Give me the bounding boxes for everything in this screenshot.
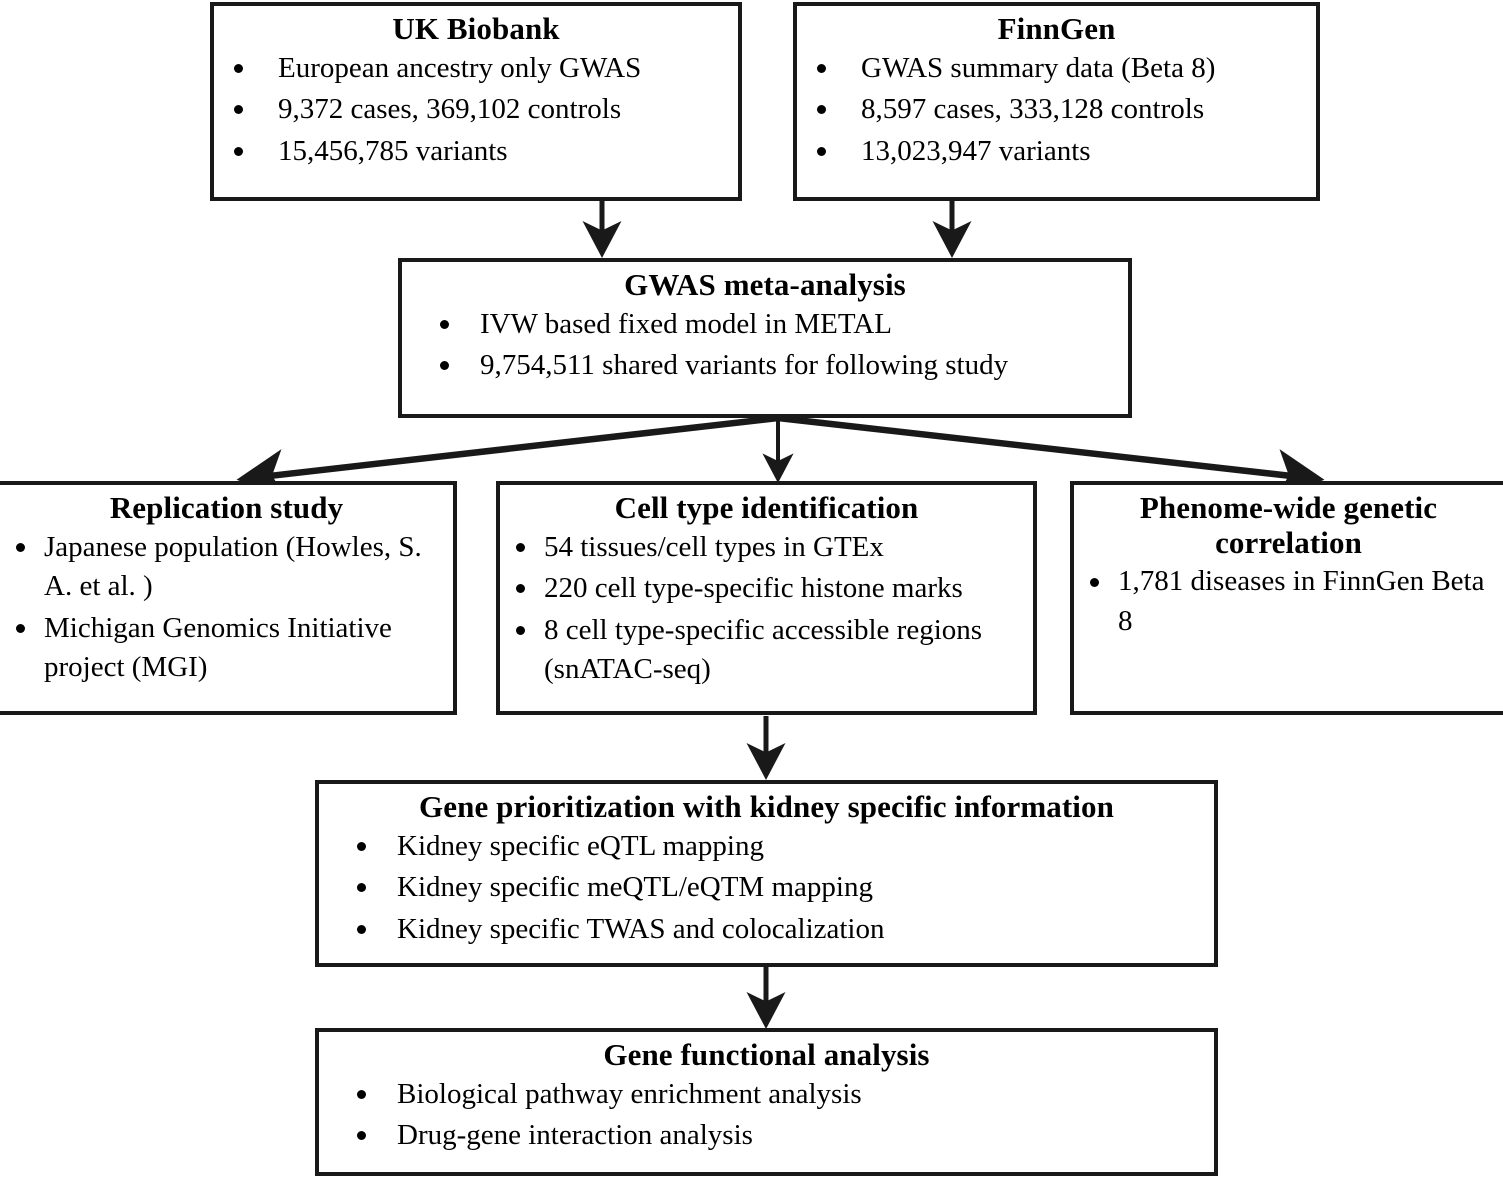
- box-gene-functional-analysis[interactable]: Gene functional analysis Biological path…: [315, 1028, 1218, 1176]
- bullet-dot-icon: [357, 1131, 366, 1141]
- phenome-wide-title: Phenome-wide genetic correlation: [1139, 490, 1438, 560]
- replication-study-title: Replication study: [109, 490, 344, 525]
- bullet-dot-icon: [817, 146, 826, 156]
- list-item-label: 1,781 diseases in FinnGen Beta 8: [1118, 565, 1485, 637]
- list-item: Kidney specific meQTL/eQTM mapping: [325, 868, 1208, 907]
- bullet-dot-icon: [440, 319, 449, 329]
- list-item-label: 220 cell type-specific histone marks: [544, 572, 963, 605]
- list-item: 15,456,785 variants: [220, 132, 732, 171]
- phenome-wide-bullet-list: 1,781 diseases in FinnGen Beta 8: [1074, 562, 1503, 641]
- list-item-label: 8 cell type-specific accessible regions …: [544, 613, 983, 686]
- cell-type-identification-title: Cell type identification: [614, 490, 919, 525]
- list-item: 220 cell type-specific histone marks: [506, 569, 1027, 608]
- list-item-label: European ancestry only GWAS: [278, 51, 642, 84]
- finngen-title: FinnGen: [997, 11, 1116, 46]
- list-item: Kidney specific eQTL mapping: [325, 827, 1208, 866]
- box-replication-study[interactable]: Replication study Japanese population (H…: [0, 481, 457, 715]
- arrow-meta-to-replication: [236, 414, 779, 500]
- list-item-label: 15,456,785 variants: [278, 134, 508, 167]
- box-gene-prioritization[interactable]: Gene prioritization with kidney specific…: [315, 780, 1218, 967]
- replication-bullet-list: Japanese population (Howles, S. A. et al…: [0, 528, 453, 688]
- list-item-label: 13,023,947 variants: [861, 134, 1091, 167]
- list-item-label: Kidney specific TWAS and colocalization: [397, 912, 885, 945]
- gene-prioritization-title: Gene prioritization with kidney specific…: [419, 789, 1114, 824]
- arrow-meta-to-phenome-wide: [777, 414, 1325, 500]
- gene-functional-bullet-list: Biological pathway enrichment analysis D…: [319, 1075, 1214, 1156]
- list-item: GWAS summary data (Beta 8): [803, 49, 1310, 88]
- box-finngen[interactable]: FinnGen GWAS summary data (Beta 8) 8,597…: [793, 2, 1320, 201]
- bullet-dot-icon: [516, 584, 525, 594]
- list-item-label: Drug-gene interaction analysis: [397, 1119, 753, 1152]
- bullet-dot-icon: [817, 105, 826, 115]
- list-item-label: Kidney specific eQTL mapping: [397, 829, 764, 862]
- list-item: 8,597 cases, 333,128 controls: [803, 90, 1310, 129]
- list-item: 54 tissues/cell types in GTEx: [506, 528, 1027, 567]
- list-item: Michigan Genomics Initiative project (MG…: [6, 609, 447, 688]
- gene-prioritization-bullet-list: Kidney specific eQTL mapping Kidney spec…: [319, 827, 1214, 949]
- bullet-dot-icon: [357, 1089, 366, 1099]
- bullet-dot-icon: [516, 542, 525, 552]
- uk-biobank-bullet-list: European ancestry only GWAS 9,372 cases,…: [214, 49, 738, 171]
- bullet-dot-icon: [440, 361, 449, 371]
- bullet-dot-icon: [357, 883, 366, 893]
- gwas-meta-bullet-list: IVW based fixed model in METAL 9,754,511…: [402, 305, 1128, 386]
- bullet-dot-icon: [357, 841, 366, 851]
- list-item-label: GWAS summary data (Beta 8): [861, 51, 1216, 84]
- list-item: 13,023,947 variants: [803, 132, 1310, 171]
- list-item-label: Kidney specific meQTL/eQTM mapping: [397, 871, 873, 904]
- list-item-label: 9,754,511 shared variants for following …: [480, 349, 1009, 382]
- bullet-dot-icon: [16, 542, 25, 552]
- list-item: Kidney specific TWAS and colocalization: [325, 910, 1208, 949]
- list-item-label: IVW based fixed model in METAL: [480, 307, 892, 340]
- bullet-dot-icon: [16, 623, 25, 633]
- bullet-dot-icon: [234, 146, 243, 156]
- gene-functional-analysis-title: Gene functional analysis: [603, 1037, 930, 1072]
- list-item-label: Japanese population (Howles, S. A. et al…: [44, 530, 422, 603]
- box-uk-biobank[interactable]: UK Biobank European ancestry only GWAS 9…: [210, 2, 742, 201]
- gwas-meta-analysis-title: GWAS meta-analysis: [624, 267, 906, 302]
- bullet-dot-icon: [234, 105, 243, 115]
- list-item: Biological pathway enrichment analysis: [325, 1075, 1208, 1114]
- list-item: 9,754,511 shared variants for following …: [408, 346, 1122, 385]
- bullet-dot-icon: [817, 63, 826, 73]
- box-gwas-meta-analysis[interactable]: GWAS meta-analysis IVW based fixed model…: [398, 258, 1132, 418]
- list-item-label: 54 tissues/cell types in GTEx: [544, 530, 884, 563]
- bullet-dot-icon: [234, 63, 243, 73]
- list-item: Japanese population (Howles, S. A. et al…: [6, 528, 447, 607]
- list-item: 9,372 cases, 369,102 controls: [220, 90, 732, 129]
- list-item: 1,781 diseases in FinnGen Beta 8: [1080, 562, 1497, 641]
- bullet-dot-icon: [516, 625, 525, 635]
- bullet-dot-icon: [1090, 577, 1099, 587]
- list-item: Drug-gene interaction analysis: [325, 1116, 1208, 1155]
- list-item-label: 8,597 cases, 333,128 controls: [861, 93, 1205, 126]
- list-item: European ancestry only GWAS: [220, 49, 732, 88]
- cell-type-bullet-list: 54 tissues/cell types in GTEx 220 cell t…: [500, 528, 1033, 690]
- list-item-label: 9,372 cases, 369,102 controls: [278, 93, 622, 126]
- list-item-label: Michigan Genomics Initiative project (MG…: [44, 611, 392, 684]
- uk-biobank-title: UK Biobank: [392, 11, 560, 46]
- list-item-label: Biological pathway enrichment analysis: [397, 1077, 862, 1110]
- box-cell-type-identification[interactable]: Cell type identification 54 tissues/cell…: [496, 481, 1037, 715]
- finngen-bullet-list: GWAS summary data (Beta 8) 8,597 cases, …: [797, 49, 1316, 171]
- bullet-dot-icon: [357, 924, 366, 934]
- list-item: IVW based fixed model in METAL: [408, 305, 1122, 344]
- box-phenome-wide-genetic-correlation[interactable]: Phenome-wide genetic correlation 1,781 d…: [1070, 481, 1503, 715]
- list-item: 8 cell type-specific accessible regions …: [506, 611, 1027, 690]
